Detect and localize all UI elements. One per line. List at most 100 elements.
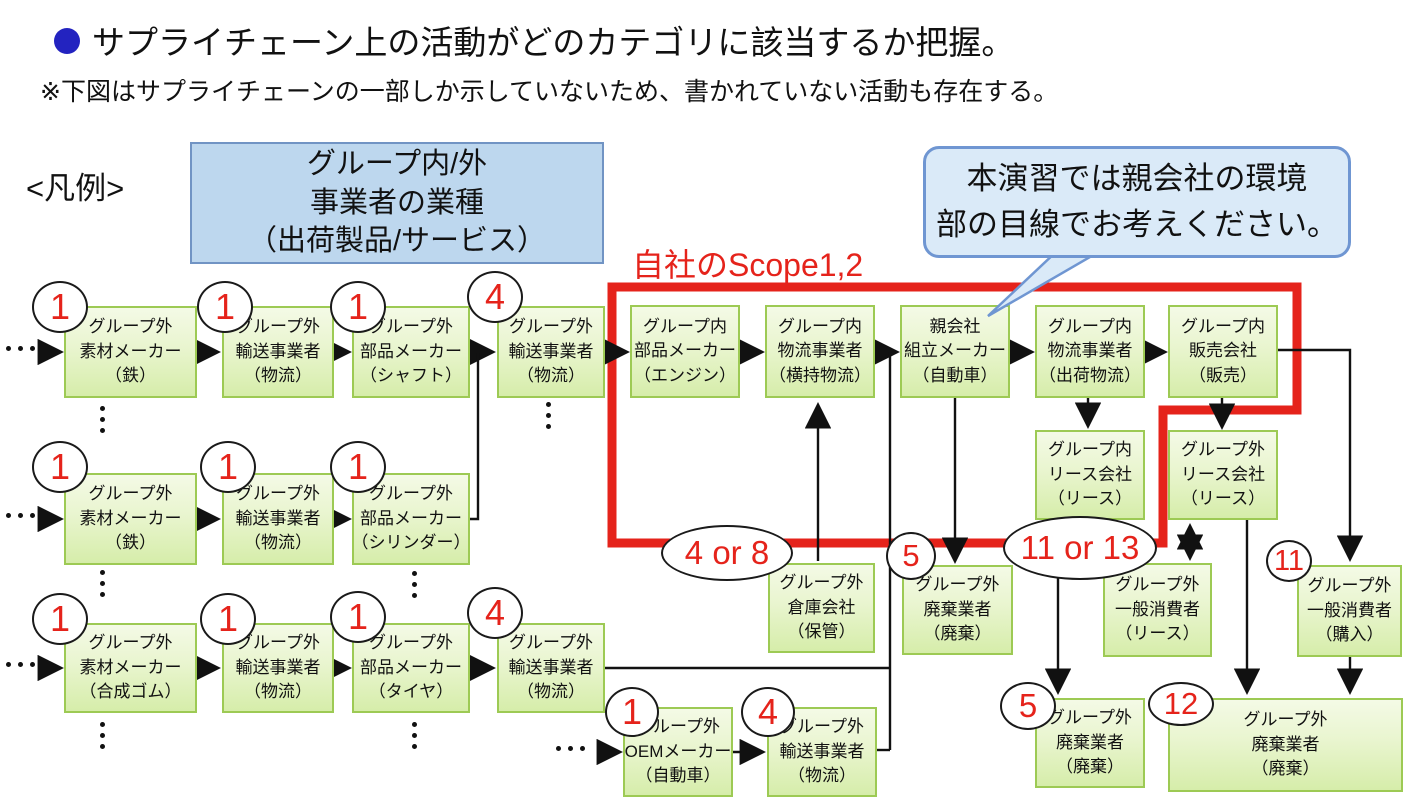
node-logistics-internal: グループ内物流事業者（横持物流） — [765, 305, 875, 398]
node-r3-transport-1: グループ外輸送事業者（物流） — [222, 623, 334, 713]
continuation-dots-horizontal — [6, 662, 35, 667]
node-line: （リース） — [1115, 624, 1200, 644]
node-line: グループ内 — [1181, 316, 1265, 336]
node-line: グループ外 — [369, 317, 453, 337]
node-line: グループ外 — [1115, 575, 1200, 595]
title-bullet-icon — [54, 28, 80, 54]
bubble-line-1: 本演習では親会社の環境 — [966, 160, 1308, 196]
node-r3-transport-2: グループ外輸送事業者 （物流） — [497, 623, 605, 713]
node-line: リース会社 — [1180, 464, 1266, 484]
bubble-line-2: 部の目線でお考えください。 — [935, 207, 1339, 242]
node-line: （リース） — [1047, 489, 1133, 509]
node-line: グループ外 — [88, 317, 173, 337]
node-line: グループ外 — [1243, 710, 1328, 730]
badge-cat-1-r1c2: 1 — [197, 281, 253, 333]
badge-cat-1-r3c3: 1 — [330, 591, 386, 643]
continuation-dots-vertical — [100, 722, 105, 749]
node-line: 輸送事業者 — [508, 657, 594, 677]
node-line: 部品メーカー — [360, 657, 462, 677]
node-line: グループ外 — [236, 633, 320, 653]
node-line: （物流） — [244, 533, 312, 553]
node-line: グループ内 — [643, 316, 727, 336]
badge-cat-12: 12 — [1148, 682, 1214, 726]
badge-cat-11or13: 11 or 13 — [1003, 516, 1157, 580]
continuation-dots-horizontal — [6, 513, 35, 518]
node-line: （シリンダー） — [351, 533, 471, 553]
legend-box: グループ内/外 事業者の業種 （出荷製品/サービス） — [190, 142, 604, 264]
badge-cat-1-r2c3: 1 — [330, 441, 386, 493]
scope12-red-outline — [607, 282, 1302, 548]
node-line: 素材メーカー — [79, 508, 182, 528]
node-line: OEMメーカー — [624, 741, 732, 761]
node-line: 親会社 — [929, 316, 981, 336]
node-line: （物流） — [517, 682, 585, 702]
node-line: グループ外 — [509, 633, 593, 653]
node-consumer-lease: グループ外一般消費者 （リース） — [1103, 563, 1212, 657]
node-line: グループ外 — [88, 484, 173, 504]
node-r1-transport-2: グループ外輸送事業者（物流） — [497, 306, 605, 398]
node-line: グループ外 — [1181, 440, 1265, 460]
node-r3-parts-tire: グループ外部品メーカー（タイヤ） — [352, 623, 470, 713]
node-line: （廃棄） — [923, 624, 992, 644]
node-parent-assembly: 親会社組立メーカー（自動車） — [900, 305, 1010, 398]
legend-line-1: グループ内/外 — [306, 147, 488, 180]
badge-cat-4-oem: 4 — [741, 687, 795, 737]
continuation-dots-vertical — [546, 402, 551, 429]
badge-cat-5-mid: 5 — [886, 532, 936, 580]
node-line: 輸送事業者 — [235, 341, 321, 361]
node-line: （廃棄） — [1056, 757, 1124, 777]
badge-cat-1-oem: 1 — [605, 687, 659, 737]
node-warehouse: グループ外倉庫会社（保管） — [768, 563, 875, 653]
node-line: （鉄） — [105, 533, 156, 553]
node-line: グループ外 — [369, 484, 453, 504]
scope12-label: 自社のScope1,2 — [632, 247, 864, 283]
node-line: （出荷物流） — [1039, 365, 1141, 385]
legend-label: <凡例> — [26, 171, 125, 206]
node-line: （物流） — [244, 366, 312, 386]
legend-line-2: 事業者の業種 — [309, 186, 484, 219]
continuation-dots-vertical — [412, 571, 417, 598]
node-lease-external: グループ外リース会社（リース） — [1168, 430, 1278, 520]
continuation-dots-vertical — [100, 406, 105, 433]
node-line: グループ内 — [1048, 316, 1132, 336]
speech-bubble: 本演習では親会社の環境 部の目線でお考えください。 — [923, 146, 1351, 258]
node-line: 輸送事業者 — [779, 741, 865, 761]
node-lease-internal: グループ内リース会社 （リース） — [1035, 430, 1145, 520]
node-line: 物流事業者 — [1047, 341, 1133, 361]
node-line: グループ外 — [88, 633, 173, 653]
node-line: （自動車） — [635, 766, 721, 786]
badge-cat-1-r1c1: 1 — [32, 281, 88, 333]
node-line: グループ外 — [509, 317, 593, 337]
node-line: 一般消費者 — [1115, 599, 1200, 619]
node-line: リース会社 — [1047, 464, 1133, 484]
node-line: 一般消費者 — [1307, 600, 1392, 620]
node-sales-company: グループ内販売会社（販売） — [1168, 305, 1278, 398]
node-line: グループ内 — [1048, 440, 1132, 460]
node-line: グループ外 — [369, 633, 453, 653]
node-line: （物流） — [788, 766, 856, 786]
node-line: グループ外 — [236, 317, 320, 337]
continuation-dots-horizontal — [6, 346, 35, 351]
node-line: （廃棄） — [1251, 759, 1320, 779]
badge-cat-1-r1c3: 1 — [330, 281, 386, 333]
node-line: 倉庫会社 — [787, 597, 856, 617]
flow-arrows — [37, 338, 1364, 766]
node-line: （購入） — [1315, 625, 1384, 645]
continuation-dots-horizontal — [556, 746, 585, 751]
node-consumer-buy: グループ外一般消費者（購入） — [1297, 565, 1402, 657]
node-oem-maker: グループ外 OEMメーカー （自動車） — [623, 707, 733, 797]
continuation-dots-vertical — [412, 722, 417, 749]
node-line: （販売） — [1189, 365, 1257, 385]
continuation-dots-vertical — [100, 570, 105, 597]
node-engine-maker: グループ内部品メーカー（エンジン） — [630, 305, 740, 398]
slide-note: ※下図はサプライチェーンの一部しか示していないため、書かれていない活動も存在する… — [40, 78, 1059, 106]
badge-cat-4-r3c4: 4 — [467, 587, 523, 639]
node-line: 廃棄業者 — [1056, 732, 1124, 752]
node-waste-mid: グループ外廃棄業者（廃棄） — [902, 565, 1013, 655]
node-line: （物流） — [517, 366, 585, 386]
node-line: グループ外 — [636, 717, 720, 737]
badge-cat-1-r3c2: 1 — [200, 593, 256, 645]
